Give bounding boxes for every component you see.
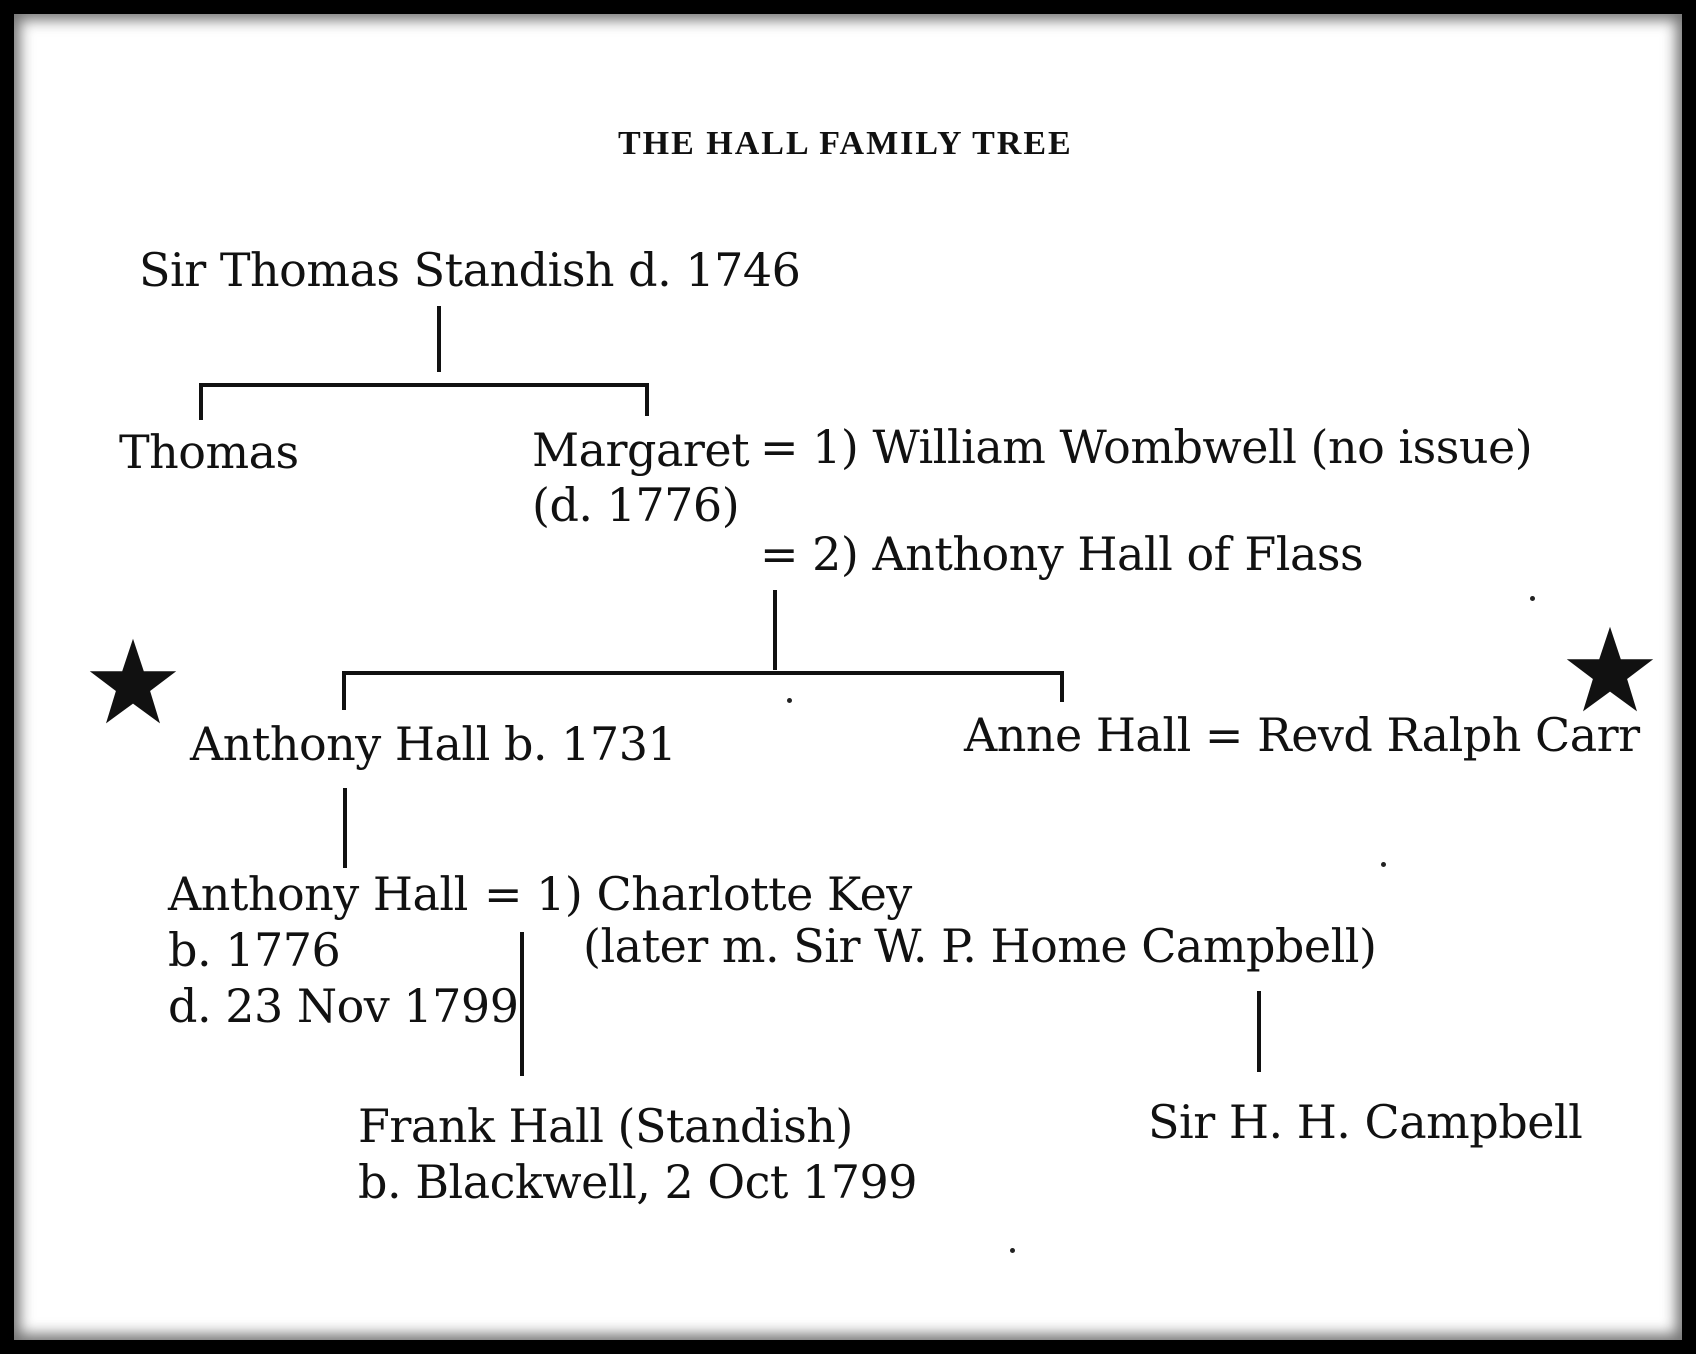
person-frank-hall-name: Frank Hall (Standish) <box>358 1099 853 1153</box>
scan-speck <box>1010 1248 1015 1253</box>
person-thomas: Thomas <box>119 425 299 479</box>
scan-speck <box>1381 862 1386 867</box>
person-anthony-hall-1776-death: d. 23 Nov 1799 <box>168 979 519 1033</box>
person-sir-thomas-standish: Sir Thomas Standish d. 1746 <box>139 243 801 297</box>
person-anthony-hall-1731: Anthony Hall b. 1731 <box>190 717 677 771</box>
scan-speck <box>1530 596 1535 601</box>
spouse-william-wombwell: = 1) William Wombwell (no issue) <box>760 420 1533 474</box>
note-charlotte-later-marriage: (later m. Sir W. P. Home Campbell) <box>583 919 1377 973</box>
star-icon <box>89 638 177 724</box>
person-anthony-hall-1776-name: Anthony Hall <box>168 867 468 921</box>
person-sir-h-h-campbell: Sir H. H. Campbell <box>1148 1095 1583 1149</box>
person-anne-hall: Anne Hall = Revd Ralph Carr <box>964 708 1640 762</box>
star-icon <box>1566 626 1654 712</box>
page-title: THE HALL FAMILY TREE <box>618 125 1073 162</box>
paper-sheet <box>14 14 1682 1340</box>
person-frank-hall-birth: b. Blackwell, 2 Oct 1799 <box>358 1155 918 1209</box>
spouse-anthony-hall-flass: = 2) Anthony Hall of Flass <box>760 527 1364 581</box>
person-margaret-name: Margaret <box>532 423 750 477</box>
person-anthony-hall-1776-birth: b. 1776 <box>168 923 341 977</box>
spouse-charlotte-key: = 1) Charlotte Key <box>484 867 912 921</box>
person-margaret-dates: (d. 1776) <box>532 478 740 532</box>
scan-speck <box>787 698 792 703</box>
